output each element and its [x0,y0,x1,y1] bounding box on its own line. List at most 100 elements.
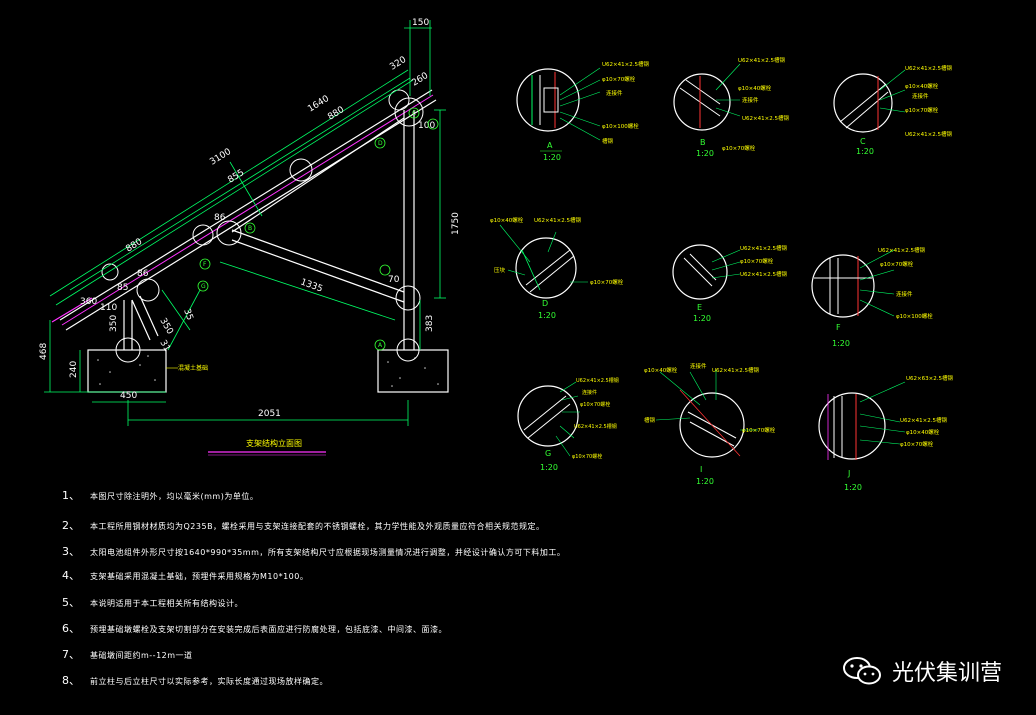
rear-foundation [377,349,449,393]
joint-f [395,285,421,311]
dim-86b: 86 [137,269,149,279]
detail-a-label-0: U62×41×2.5槽钢 [602,60,649,68]
detail-i: φ10×40螺栓 连接件 U62×41×2.5槽钢 槽钢 φ10×70螺栓 I … [644,362,776,486]
dim-85: 85 [117,283,128,293]
note-num: 2、 [62,519,80,532]
detail-e-scale: 1:20 [693,314,711,323]
note-4: 4、支架基础采用混凝土基础，预埋件采用规格为M10*100。 [62,567,308,583]
detail-c-label-1: φ10×40螺栓 [905,82,939,90]
callout-label-3: F [203,261,207,268]
front-foundation [87,349,167,393]
detail-a-label-1: φ10×70螺栓 [602,75,636,83]
detail-f-label-0: U62×41×2.5槽钢 [878,246,925,254]
note-3: 3、 太阳电池组件外形尺寸按1640*990*35mm，所有支架结构尺寸应根据现场… [62,543,565,559]
detail-c-label-0: U62×41×2.5槽钢 [905,64,952,72]
detail-a-scale: 1:20 [543,153,561,162]
detail-f-label-2: 连接件 [896,290,913,298]
detail-d: φ10×40螺栓 U62×41×2.5槽钢 压块 φ10×70螺栓 D 1:20 [490,216,624,320]
detail-g-scale: 1:20 [540,463,558,472]
detail-c-label-2: 连接件 [912,92,929,100]
callout-label-6: C [412,110,416,117]
detail-f: U62×41×2.5槽钢 φ10×70螺栓 连接件 φ10×100螺栓 F 1:… [811,246,933,348]
detail-j-label-2: φ10×40螺栓 [906,428,940,436]
detail-i-scale: 1:20 [696,477,714,486]
joint-g [396,338,420,362]
dim-3100: 3100 [208,147,233,168]
detail-j-id: J [847,469,850,478]
note-text: 基础墩间距约m--12m一道 [90,651,193,660]
detail-j-label-3: φ10×70螺栓 [900,440,934,448]
detail-i-label-2: U62×41×2.5槽钢 [712,366,759,374]
dim-70: 70 [388,275,400,285]
note-num: 5、 [62,596,80,609]
note-6: 6、预埋基础墩螺栓及支架切割部分在安装完成后表面应进行防腐处理，包括底漆、中间漆… [62,620,447,636]
detail-a: U62×41×2.5槽钢 φ10×70螺栓 连接件 φ10×100螺栓 槽钢 A… [516,60,649,162]
callout-label-2: B [248,225,252,232]
note-num: 3、 [62,545,80,558]
dim-350b: 350 [109,315,119,332]
wechat-icon [842,657,881,685]
detail-d-scale: 1:20 [538,311,556,320]
detail-i-label-3: 槽钢 [644,416,656,424]
dim-450: 450 [120,391,137,401]
detail-b-label-1: 连接件 [742,96,759,104]
dim-1640: 1640 [306,94,331,115]
detail-c-label-3: φ10×70螺栓 [905,106,939,114]
detail-i-label-1: 连接件 [690,362,707,370]
note-text: 支架基础采用混凝土基础，预埋件采用规格为M10*100。 [90,572,309,581]
dim-260: 260 [410,71,430,89]
detail-j-label-1: U62×41×2.5槽钢 [900,416,947,424]
note-5: 5、 本说明适用于本工程相关所有结构设计。 [62,594,243,610]
detail-e: U62×41×2.5槽钢 φ10×70螺栓 U62×41×2.5槽钢 E 1:2… [672,244,787,323]
detail-a-label-4: 槽钢 [602,137,614,145]
drawing-title: 支架结构立面图 [246,438,302,448]
joint-e [192,224,214,246]
detail-f-scale: 1:20 [832,339,850,348]
foundation-label: 混凝土基础 [178,364,208,372]
detail-d-label-2: 压块 [494,266,506,274]
detail-g-label-1: 连接件 [582,389,597,396]
detail-b: U62×41×2.5槽钢 连接件 φ10×40螺栓 U62×41×2.5槽钢 φ… [673,56,789,158]
detail-f-label-1: φ10×70螺栓 [880,260,914,268]
detail-d-label-0: φ10×40螺栓 [490,216,524,224]
dim-320: 320 [388,55,408,73]
dim-1750: 1750 [451,212,461,235]
detail-d-id: D [542,299,548,308]
callout-label-4: G [201,283,206,290]
note-1: 1、本图尺寸除注明外，均以毫米(mm)为单位。 [62,487,258,503]
detail-g-label-2: φ10×70螺栓 [580,401,610,408]
detail-c-id: C [860,137,866,146]
detail-b-label-2: φ10×40螺栓 [738,84,772,92]
note-text: 前立柱与后立柱尺寸以实际参考，实际长度通过现场放样确定。 [90,677,328,686]
detail-f-id: F [836,323,841,332]
dim-2051: 2051 [258,409,281,419]
detail-g-label-4: φ10×70螺栓 [572,453,602,460]
note-num: 6、 [62,622,80,635]
note-7: 7、 基础墩间距约m--12m一道 [62,646,193,662]
joint-d [289,158,313,182]
detail-e-label-0: U62×41×2.5槽钢 [740,244,787,252]
detail-a-label-2: 连接件 [606,89,623,97]
detail-f-label-3: φ10×100螺栓 [896,312,933,320]
detail-a-id: A [547,141,553,150]
joint-b [136,278,160,302]
note-num: 7、 [62,648,80,661]
detail-i-id: I [700,465,702,474]
watermark-text: 光伏集训营 [891,661,1002,686]
dim-150: 150 [412,18,429,28]
dim-35: 35 [181,308,194,322]
detail-c-scale: 1:20 [856,147,874,156]
detail-b-id: B [700,138,706,147]
joint-a [115,337,141,363]
dim-360: 360 [80,297,97,307]
dim-855: 855 [226,168,246,186]
detail-a-label-3: φ10×100螺栓 [602,122,639,130]
detail-b-label-0: U62×41×2.5槽钢 [738,56,785,64]
note-8: 8、前立柱与后立柱尺寸以实际参考，实际长度通过现场放样确定。 [62,672,328,688]
note-text: 太阳电池组件外形尺寸按1640*990*35mm，所有支架结构尺寸应根据现场测量… [90,548,566,557]
note-text: 本说明适用于本工程相关所有结构设计。 [90,599,243,608]
note-num: 1、 [62,489,80,502]
joint-c [216,220,242,246]
detail-c: U62×41×2.5槽钢 φ10×40螺栓 连接件 φ10×70螺栓 U62×4… [833,64,952,156]
